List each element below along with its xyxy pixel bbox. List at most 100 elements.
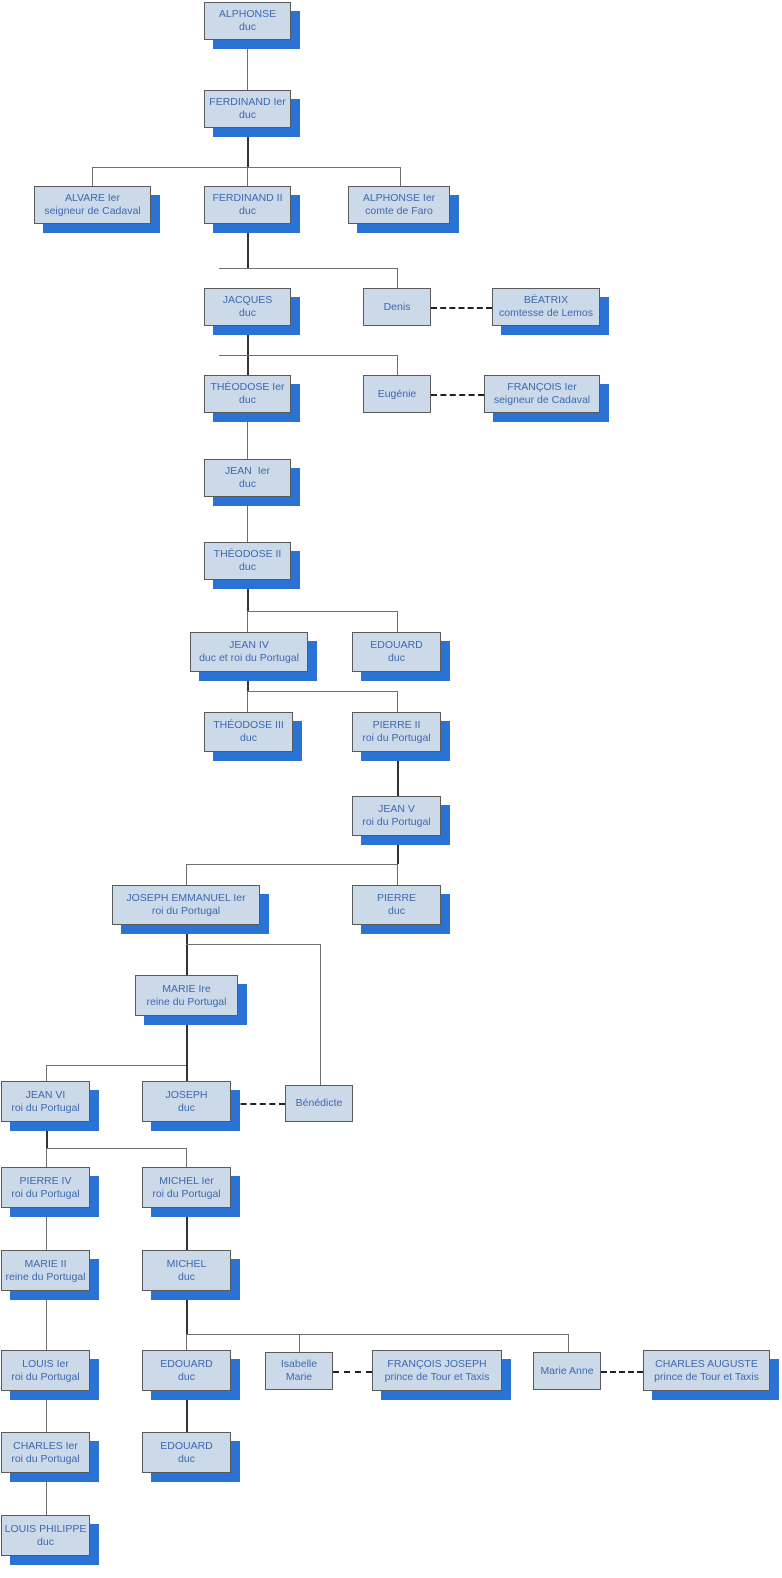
person-name: JOSEPH EMMANUEL Ier: [126, 892, 246, 904]
person-name: Isabelle: [280, 1358, 318, 1370]
person-title: duc: [388, 652, 405, 664]
person-title: duc: [239, 478, 256, 490]
connector-line: [247, 326, 249, 375]
person-name: FERDINAND Ier: [209, 96, 286, 108]
connector-line: [568, 1334, 569, 1353]
connector-line: [46, 1473, 47, 1516]
connector-line: [46, 1148, 47, 1168]
connector-line: [186, 1016, 188, 1081]
person-node-marie_anne[interactable]: Marie Anne: [533, 1352, 601, 1390]
person-name: Eugénie: [377, 387, 417, 400]
person-title: reine du Portugal: [146, 995, 227, 1008]
person-title: duc: [239, 205, 256, 217]
marriage-connector: [333, 1371, 372, 1373]
connector-line: [186, 864, 398, 865]
person-title: duc: [388, 905, 405, 917]
person-name: Denis: [383, 300, 411, 313]
connector-line: [397, 355, 398, 375]
person-title: reine du Portugal: [5, 1270, 86, 1283]
person-name: BÉATRIX: [523, 294, 569, 306]
marriage-connector: [431, 307, 492, 309]
person-title: duc: [239, 109, 256, 121]
connector-line: [397, 752, 399, 796]
person-name: CHARLES AUGUSTE: [655, 1357, 758, 1370]
connector-line: [46, 1065, 186, 1066]
person-title: duc: [239, 307, 256, 319]
marriage-connector: [231, 1103, 285, 1105]
person-name: MICHEL Ier: [159, 1174, 214, 1187]
person-name: THÉODOSE III: [213, 719, 284, 731]
connector-line: [397, 268, 398, 288]
person-name: EDOUARD: [370, 639, 423, 651]
connector-line: [186, 944, 320, 945]
person-node-benedicte[interactable]: Bénédicte: [285, 1085, 353, 1122]
person-title: duc: [239, 561, 256, 573]
person-title: prince de Tour et Taxis: [384, 1370, 490, 1383]
person-name: JOSEPH: [165, 1088, 208, 1101]
person-name: CHARLES Ier: [13, 1439, 78, 1452]
person-name: MARIE II: [24, 1257, 67, 1270]
connector-line: [186, 1334, 569, 1335]
person-name: ALPHONSE: [218, 8, 277, 20]
person-name: FERDINAND II: [212, 192, 283, 204]
marriage-connector: [601, 1371, 643, 1373]
connector-line: [46, 1391, 47, 1433]
node-body: Denis: [363, 288, 431, 326]
person-title: Marie: [285, 1371, 313, 1383]
person-name: MARIE Ire: [162, 982, 211, 995]
person-title: seigneur de Cadaval: [44, 205, 141, 217]
person-name: JEAN V: [378, 803, 415, 815]
person-node-eugenie[interactable]: Eugénie: [363, 375, 431, 413]
connector-line: [299, 1334, 300, 1353]
person-title: duc: [178, 1370, 195, 1383]
connector-line: [247, 611, 248, 632]
connector-line: [320, 944, 321, 1085]
person-node-denis[interactable]: Denis: [363, 288, 431, 326]
person-title: duc: [239, 394, 256, 406]
